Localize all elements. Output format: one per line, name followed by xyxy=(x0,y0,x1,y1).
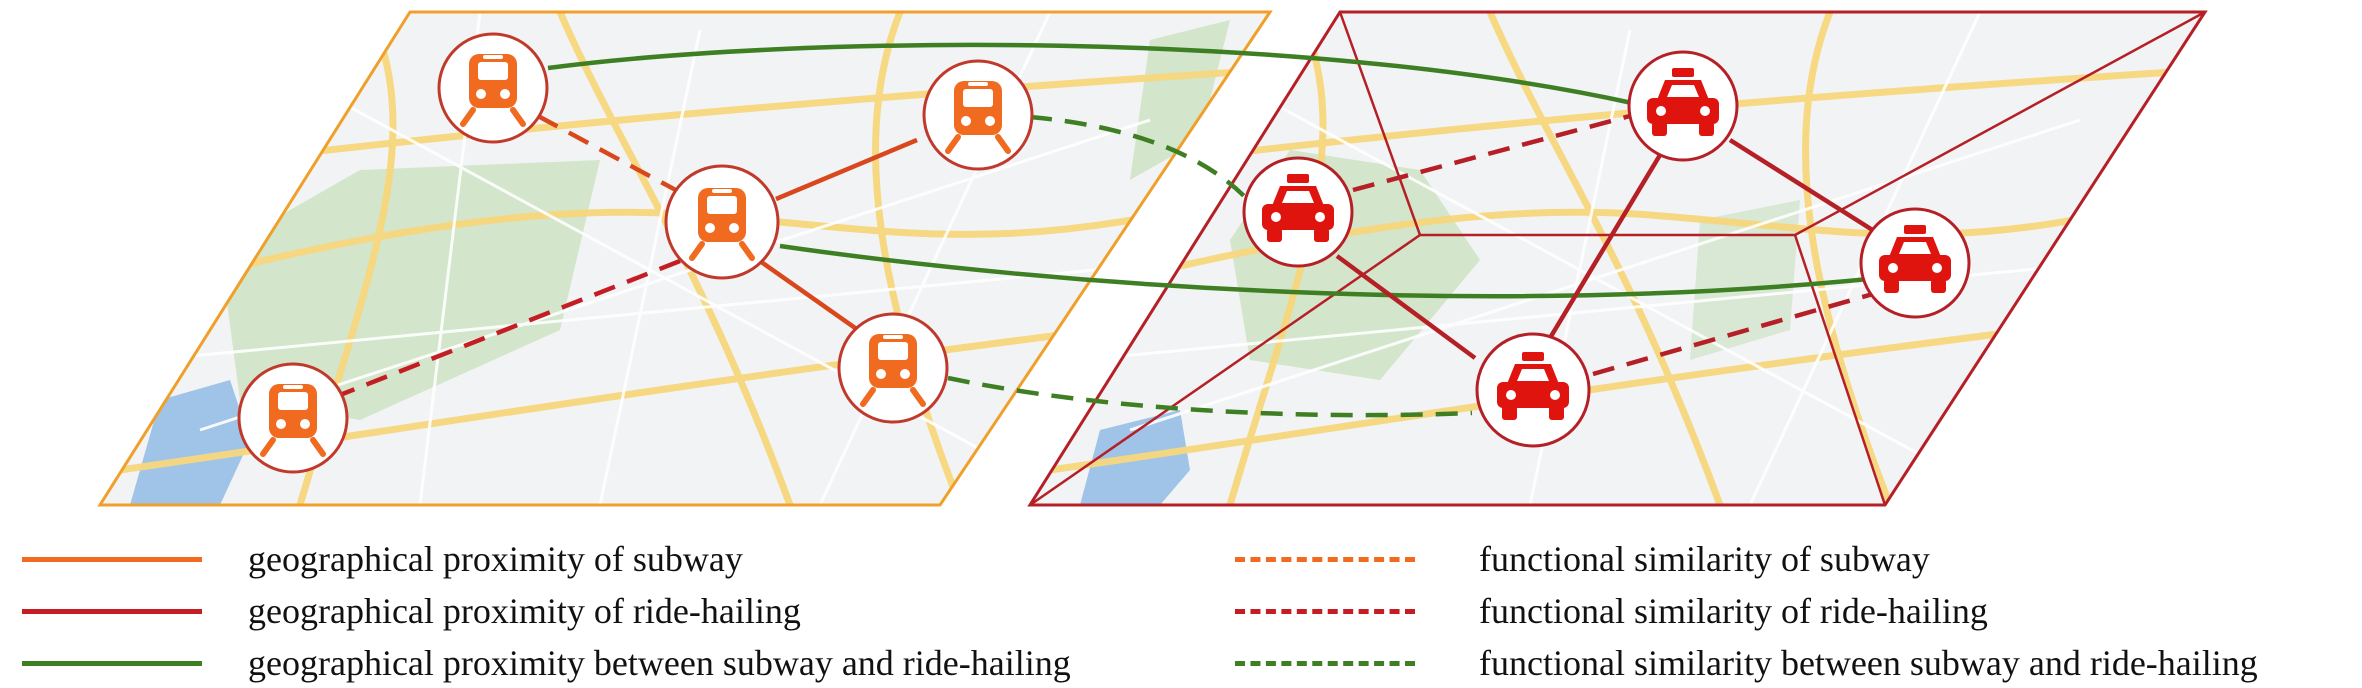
legend-swatch xyxy=(22,660,202,666)
ride-hailing-map-layer xyxy=(1027,10,2208,507)
edge-subway-func-1 xyxy=(536,114,687,197)
legend-item-ride-geo: geographical proximity of ride-hailing xyxy=(22,591,801,631)
edge-cross-func-2 xyxy=(947,375,1473,418)
legend-swatch xyxy=(22,556,202,562)
legend-label: functional similarity of ride-hailing xyxy=(1479,591,1988,631)
edge-ride-geo-1 xyxy=(1335,254,1477,360)
legend-swatch xyxy=(1235,556,1415,562)
subway-node-4 xyxy=(837,312,949,424)
legend-swatch xyxy=(1235,660,1415,666)
edges xyxy=(339,42,1908,418)
multimodal-graph-diagram xyxy=(97,10,2208,507)
legend-swatch xyxy=(1235,608,1415,614)
legend-label: functional similarity between subway and… xyxy=(1479,643,2258,683)
legend-label: geographical proximity of ride-hailing xyxy=(248,591,801,631)
edge-subway-geo-1 xyxy=(775,137,918,202)
subway-node-5 xyxy=(237,362,349,474)
legend-item-ride-func: functional similarity of ride-hailing xyxy=(1235,591,1988,631)
edge-subway-func-2 xyxy=(339,258,681,398)
subway-node-1 xyxy=(437,32,549,144)
edge-cross-geo-2 xyxy=(779,243,1908,299)
legend-item-cross-func: functional similarity between subway and… xyxy=(1235,643,2258,683)
ride-hailing-node-3 xyxy=(1859,207,1971,319)
ride-hailing-node-1 xyxy=(1627,50,1739,162)
legend-item-cross-geo: geographical proximity between subway an… xyxy=(22,643,1071,683)
legend-swatch xyxy=(22,608,202,614)
edge-cross-func-1 xyxy=(1029,114,1250,202)
ride-hailing-node-2 xyxy=(1242,156,1354,268)
subway-nodes xyxy=(237,32,1034,474)
ride-hailing-nodes xyxy=(1242,50,1971,448)
edge-ride-geo-3 xyxy=(1728,138,1884,238)
legend-label: functional similarity of subway xyxy=(1479,539,1930,579)
edge-ride-func-2 xyxy=(1592,289,1881,377)
subway-node-3 xyxy=(664,164,780,280)
edge-ride-func-1 xyxy=(1352,113,1631,193)
ride-hailing-node-4 xyxy=(1475,332,1591,448)
legend-item-subway-geo: geographical proximity of subway xyxy=(22,539,743,579)
subway-node-2 xyxy=(922,59,1034,171)
edge-ride-geo-2 xyxy=(1548,148,1665,340)
legend-label: geographical proximity of subway xyxy=(248,539,743,579)
edge-cross-geo-1 xyxy=(547,42,1633,106)
legend-item-subway-func: functional similarity of subway xyxy=(1235,539,1930,579)
legend-label: geographical proximity between subway an… xyxy=(248,643,1071,683)
